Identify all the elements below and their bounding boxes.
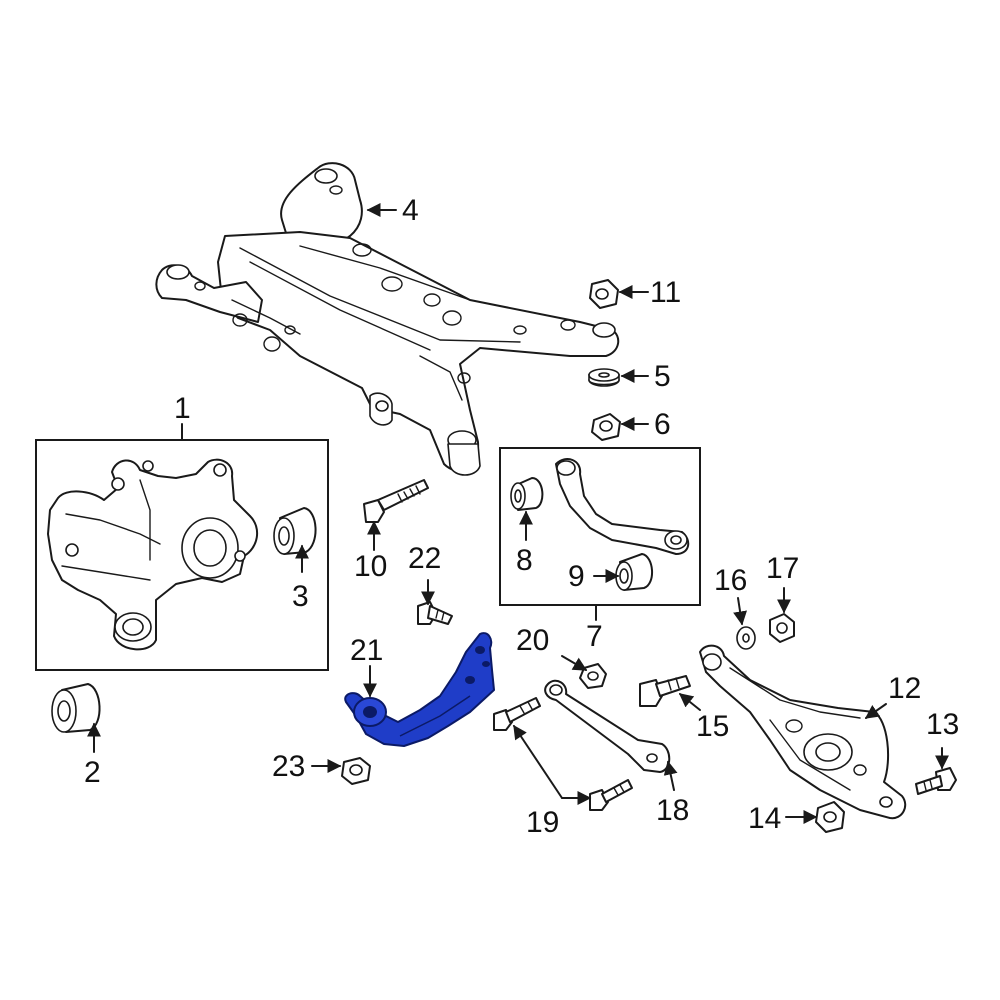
leader-lines (87, 203, 949, 824)
lower-arm-part-12[interactable] (699, 644, 907, 820)
nut-part-23[interactable] (341, 757, 371, 785)
callout-16: 16 (714, 564, 747, 597)
arm-group-box (499, 447, 701, 606)
callout-1: 1 (174, 392, 191, 425)
nut-part-14[interactable] (815, 801, 845, 833)
bolt-part-10[interactable] (363, 479, 429, 523)
callout-13: 13 (926, 708, 959, 741)
bolt-part-22[interactable] (417, 601, 453, 625)
callout-labels: 4 1 3 2 11 5 6 10 8 9 7 22 21 23 20 18 1… (84, 194, 959, 839)
callout-9: 9 (568, 560, 585, 593)
washer-part-16[interactable] (736, 626, 756, 650)
callout-14: 14 (748, 802, 781, 835)
callout-18: 18 (656, 794, 689, 827)
callout-6: 6 (654, 408, 671, 441)
callout-20: 20 (516, 624, 549, 657)
callout-12: 12 (888, 672, 921, 705)
bushing-part-9[interactable] (615, 553, 653, 591)
callout-4: 4 (402, 194, 419, 227)
upper-arm-part-7[interactable] (555, 458, 690, 555)
callout-19: 19 (526, 806, 559, 839)
callout-8: 8 (516, 544, 533, 577)
knuckle-part-1[interactable] (47, 458, 259, 651)
washer-part-5[interactable] (588, 368, 620, 387)
callout-17: 17 (766, 552, 799, 585)
callout-11: 11 (650, 276, 681, 309)
bolt-part-19b[interactable] (589, 779, 633, 811)
callout-23: 23 (272, 750, 305, 783)
callout-2: 2 (84, 756, 101, 789)
nut-part-6[interactable] (591, 413, 621, 441)
nut-part-20[interactable] (579, 663, 607, 689)
callout-7: 7 (586, 620, 603, 653)
bolt-part-13[interactable] (915, 767, 957, 795)
subframe-part-4[interactable] (155, 162, 620, 476)
bushing-part-2[interactable] (51, 683, 101, 733)
callout-21: 21 (350, 634, 383, 667)
bolt-part-19a[interactable] (493, 697, 541, 731)
callout-5: 5 (654, 360, 671, 393)
bushing-part-8[interactable] (510, 477, 544, 511)
nut-part-17[interactable] (769, 613, 795, 643)
callout-22: 22 (408, 542, 441, 575)
callout-3: 3 (292, 580, 309, 613)
callout-15: 15 (696, 710, 729, 743)
bushing-part-3[interactable] (273, 507, 317, 555)
control-arm-part-21[interactable] (344, 632, 495, 747)
nut-part-11[interactable] (589, 279, 619, 309)
bolt-part-15[interactable] (639, 675, 691, 707)
callout-10: 10 (354, 550, 387, 583)
